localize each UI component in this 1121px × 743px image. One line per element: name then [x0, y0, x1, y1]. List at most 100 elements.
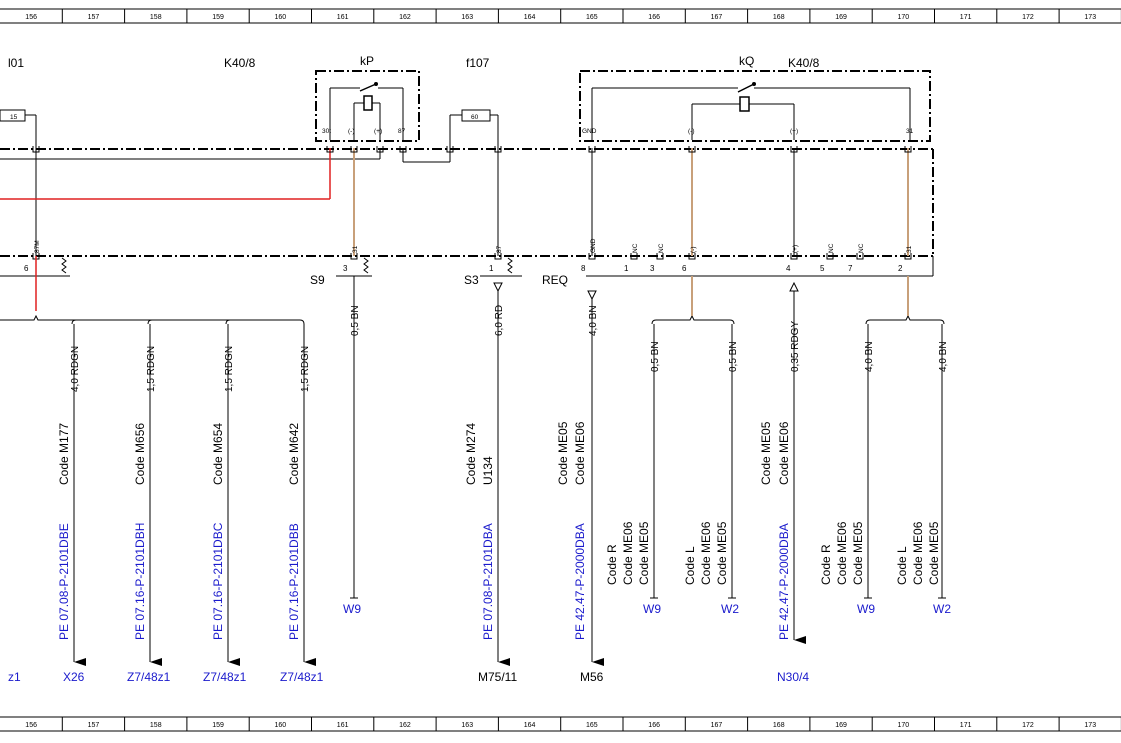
connector-pin [588, 253, 596, 260]
svg-text:Code M654: Code M654 [211, 423, 225, 485]
connector-pin [656, 253, 664, 260]
connector-label-s9: S9 [310, 273, 325, 287]
ruler-number: 163 [461, 722, 473, 729]
ruler-number: 170 [898, 722, 910, 729]
ground-ref-w9[interactable]: W9 [343, 602, 361, 616]
svg-text:3: 3 [650, 264, 655, 273]
svg-text:4: 4 [786, 264, 791, 273]
connector-pin [494, 253, 502, 260]
module-enclosure: 87M 31 87 GND NC NC (-) (+) NC NC 31 [0, 146, 934, 260]
svg-text:U134: U134 [481, 456, 495, 485]
svg-text:Code ME05: Code ME05 [759, 421, 773, 485]
ruler-number: 157 [88, 722, 100, 729]
connector-pin [688, 146, 696, 153]
svg-text:4,0 RDGN: 4,0 RDGN [70, 346, 81, 392]
fuse-label-f107: f107 [466, 56, 490, 70]
relay-label-kp: kP [360, 54, 374, 68]
component-label-k40-left: K40/8 [224, 56, 256, 70]
wire-labels: 4,0 RDGN 1,5 RDGN 1,5 RDGN 1,5 RDGN 0,5 … [70, 305, 949, 392]
svg-text:NC: NC [658, 243, 665, 253]
left-harness-bracket [0, 314, 305, 325]
connector-pin [904, 253, 912, 260]
svg-text:1: 1 [489, 264, 494, 273]
connector-pin [790, 146, 798, 153]
dest-z7-48z1[interactable]: Z7/48z1 [280, 670, 324, 684]
pe-link-2101dba[interactable]: PE 07.08-P-2101DBA [481, 523, 495, 640]
svg-text:Code ME05: Code ME05 [715, 521, 729, 585]
ruler-number: 171 [960, 14, 972, 21]
ruler-number: 172 [1022, 722, 1034, 729]
svg-text:30t: 30t [322, 128, 331, 135]
ruler-number: 173 [1084, 14, 1096, 21]
svg-text:(-): (-) [688, 128, 695, 135]
ruler-number: 162 [399, 14, 411, 21]
bracket-kq-31 [865, 314, 945, 325]
ground-ref-w2[interactable]: W2 [721, 602, 739, 616]
pe-link-2101dbc[interactable]: PE 07.16-P-2101DBC [211, 522, 225, 640]
svg-text:Code M656: Code M656 [133, 423, 147, 485]
svg-text:Code M274: Code M274 [464, 423, 478, 485]
dest-z1[interactable]: z1 [8, 670, 21, 684]
pe-link-2101dbe[interactable]: PE 07.08-P-2101DBE [57, 523, 71, 640]
ruler-number: 173 [1084, 722, 1096, 729]
svg-text:87M: 87M [34, 240, 41, 253]
pe-link-2000dba-n30[interactable]: PE 42.47-P-2000DBA [777, 523, 791, 640]
connector-pin [630, 253, 638, 260]
svg-text:Code R: Code R [605, 544, 619, 585]
dest-z7-48z1[interactable]: Z7/48z1 [127, 670, 171, 684]
svg-text:4,0 BN: 4,0 BN [938, 341, 949, 372]
ruler-number: 165 [586, 14, 598, 21]
dest-n30-4[interactable]: N30/4 [777, 670, 809, 684]
pe-links[interactable]: PE 07.08-P-2101DBE PE 07.16-P-2101DBH PE… [57, 522, 791, 640]
dest-x26[interactable]: X26 [63, 670, 85, 684]
ruler-number: 172 [1022, 14, 1034, 21]
ground-ref-w9[interactable]: W9 [643, 602, 661, 616]
svg-text:4,0 BN: 4,0 BN [588, 305, 599, 336]
connector-pin [446, 146, 454, 153]
svg-text:Code ME06: Code ME06 [573, 421, 587, 485]
ruler-number: 164 [524, 722, 536, 729]
pe-link-2101dbb[interactable]: PE 07.16-P-2101DBB [287, 523, 301, 640]
ruler-number: 168 [773, 14, 785, 21]
ruler-number: 169 [835, 14, 847, 21]
connector-pin [494, 146, 502, 153]
relay-kp-box: 30t (-) (+) 87 [315, 70, 420, 142]
svg-text:Code R: Code R [819, 544, 833, 585]
ruler-number: 165 [586, 722, 598, 729]
ruler-number: 168 [773, 722, 785, 729]
svg-text:0,5 BN: 0,5 BN [350, 305, 361, 336]
ruler-number: 170 [898, 14, 910, 21]
ground-refs[interactable]: W9 W9 W2 W9 W2 [343, 602, 951, 616]
pe-link-2101dbh[interactable]: PE 07.16-P-2101DBH [133, 523, 147, 640]
svg-text:Code ME06: Code ME06 [699, 521, 713, 585]
connector-pin [350, 253, 358, 260]
connector-pin [790, 253, 798, 260]
ruler-number: 161 [337, 722, 349, 729]
output-wires [73, 276, 946, 666]
svg-text:31: 31 [906, 128, 914, 135]
svg-text:31: 31 [906, 245, 913, 253]
pe-link-2000dba-m56[interactable]: PE 42.47-P-2000DBA [573, 523, 587, 640]
ruler-number: 159 [212, 14, 224, 21]
connector-pin [376, 146, 384, 153]
ruler-number: 160 [275, 14, 287, 21]
destinations[interactable]: z1 X26 Z7/48z1 Z7/48z1 Z7/48z1 M75/11 M5… [8, 670, 809, 684]
connector-pin [326, 146, 334, 153]
connector-pin [588, 146, 596, 153]
svg-text:Code L: Code L [683, 546, 697, 585]
svg-text:5: 5 [820, 264, 825, 273]
ruler-number: 158 [150, 722, 162, 729]
bracket-kq-minus [651, 314, 735, 325]
ground-ref-w9[interactable]: W9 [857, 602, 875, 616]
svg-text:Code ME05: Code ME05 [851, 521, 865, 585]
ruler-number: 167 [711, 14, 723, 21]
dest-z7-48z1[interactable]: Z7/48z1 [203, 670, 247, 684]
svg-text:3: 3 [343, 264, 348, 273]
ground-ref-w2[interactable]: W2 [933, 602, 951, 616]
relay-kq-box: GND (-) (+) 31 [579, 70, 931, 142]
connector-pin [856, 253, 864, 260]
code-labels: Code M177 Code M656 Code M654 Code M642 … [57, 421, 941, 585]
svg-text:0,35 RDGY: 0,35 RDGY [790, 321, 801, 372]
